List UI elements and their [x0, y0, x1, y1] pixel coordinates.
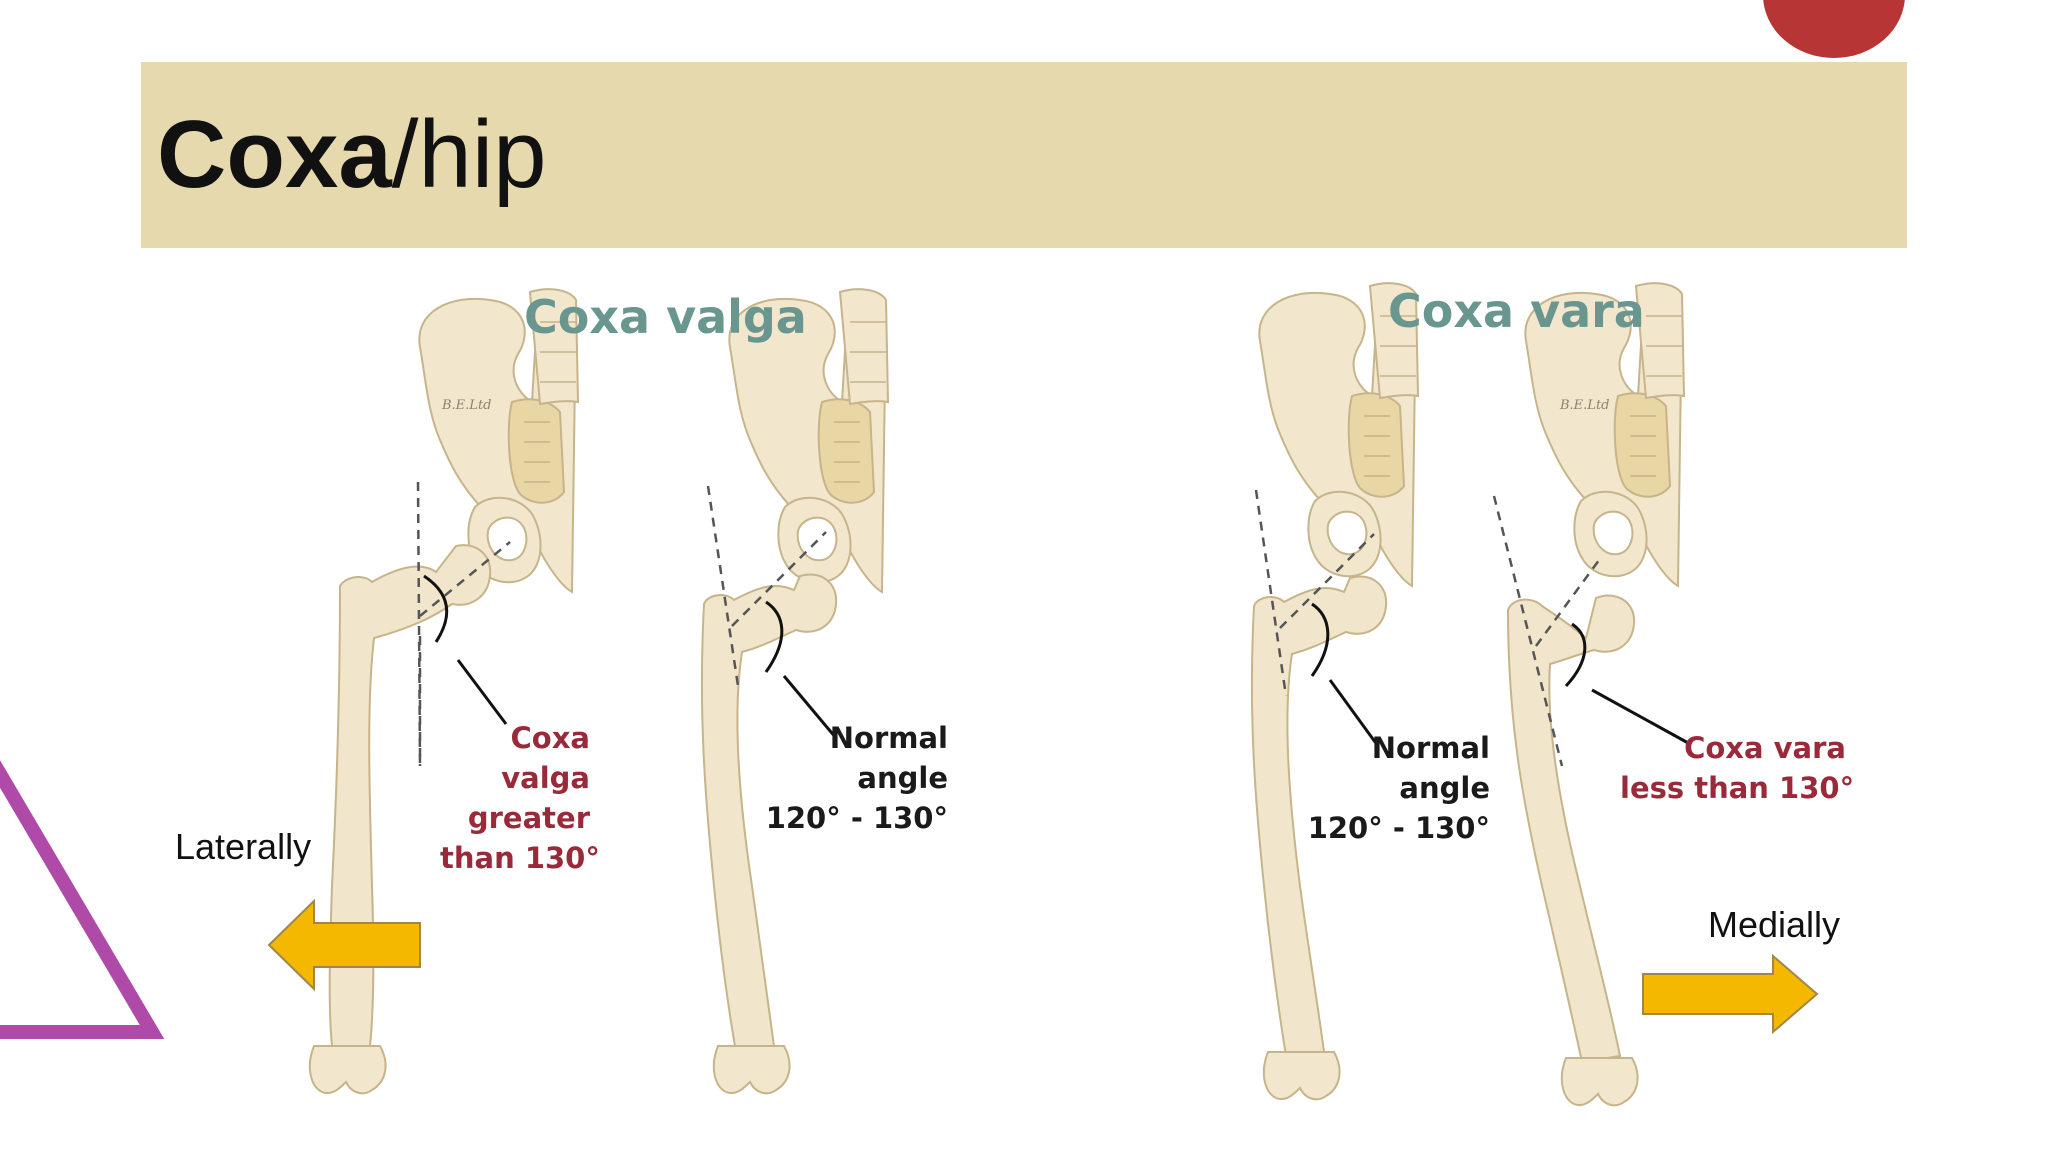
valga-normal-angle-label-line: 120° - 130° [765, 801, 948, 835]
decorative-red-circle [1763, 0, 1905, 58]
vara-normal-angle-label-line: angle [1399, 771, 1490, 805]
coxa-valga-heading: Coxa valga [524, 290, 807, 344]
valga-normal-hip-illustration [700, 288, 889, 1095]
laterally-label: Laterally [175, 826, 312, 867]
slide-title: Coxa/hip [157, 100, 547, 210]
coxa-valga-label: Coxa valga greater than 130° [440, 718, 600, 878]
coxa-valga-label-line: Coxa [510, 721, 590, 755]
coxa-valga-label-line: greater [467, 801, 590, 835]
vara-hip-illustration [1492, 282, 1691, 1107]
copyright-mark-right: B.E.Ltd [1560, 398, 1610, 413]
valga-normal-angle-label: Normal angle 120° - 130° [760, 718, 948, 838]
coxa-valga-label-line: valga [501, 761, 590, 795]
vara-normal-angle-label: Normal angle 120° - 130° [1300, 728, 1490, 848]
right-arrow-icon [1642, 954, 1819, 1035]
coxa-vara-heading: Coxa vara [1388, 284, 1645, 338]
hip-illustration [308, 282, 1691, 1107]
coxa-vara-label-line: Coxa vara [1684, 731, 1846, 765]
coxa-vara-label: Coxa vara less than 130° [1620, 728, 1855, 808]
coxa-vara-label-line: less than 130° [1620, 771, 1855, 805]
slide-title-bold: Coxa [157, 101, 392, 208]
vara-normal-angle-label-line: Normal [1371, 731, 1490, 765]
copyright-mark-left: B.E.Ltd [442, 398, 492, 413]
title-band [141, 62, 1907, 248]
slide-title-rest: /hip [391, 101, 547, 208]
decorative-purple-triangle [0, 760, 165, 1039]
valga-normal-angle-label-line: angle [857, 761, 948, 795]
medially-label: Medially [1708, 904, 1841, 945]
valga-normal-angle-label-line: Normal [829, 721, 948, 755]
left-arrow-icon [267, 898, 421, 992]
hip-angle-diagram: Coxa valga Coxa vara B.E.Ltd B.E.Ltd Cox… [160, 246, 1960, 1126]
vara-normal-hip-illustration [1250, 282, 1419, 1101]
coxa-valga-label-line: than 130° [440, 841, 600, 875]
vara-normal-angle-label-line: 120° - 130° [1307, 811, 1490, 845]
valga-hip-illustration [308, 288, 579, 1095]
